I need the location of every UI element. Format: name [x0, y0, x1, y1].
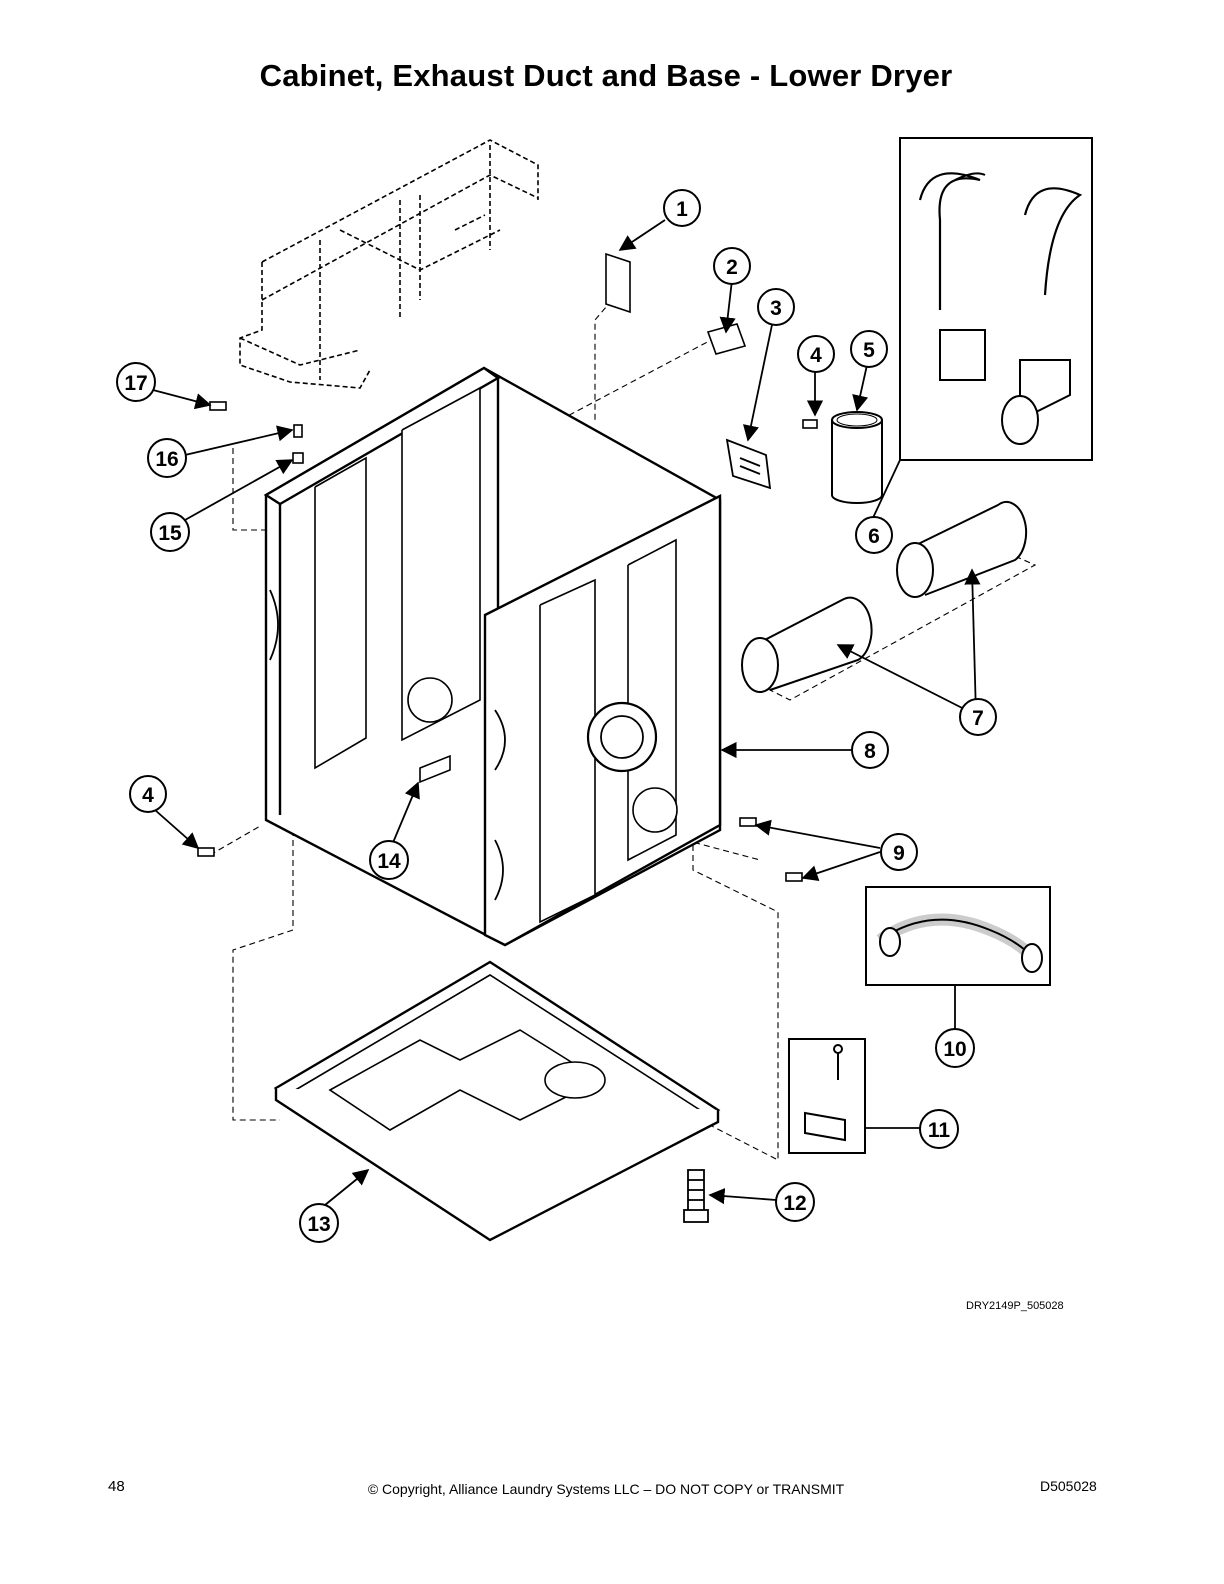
svg-text:4: 4 [810, 344, 822, 367]
part-12-leveling-leg [683, 1169, 709, 1223]
svg-text:15: 15 [158, 522, 182, 545]
callout-3: 3 [757, 288, 795, 326]
callout-9: 9 [880, 833, 918, 871]
part-11-inset [788, 1038, 866, 1154]
svg-text:16: 16 [155, 448, 178, 471]
callout-7: 7 [959, 698, 997, 736]
part-10-inset [865, 886, 1051, 986]
callout-16: 16 [147, 438, 187, 478]
document-number: D505028 [1040, 1478, 1097, 1494]
page-title: Cabinet, Exhaust Duct and Base - Lower D… [259, 58, 953, 93]
upper-frame-reference [239, 139, 539, 389]
part-14-label [419, 754, 451, 784]
part-4-screw-lower [197, 847, 215, 857]
callout-12: 12 [775, 1182, 815, 1222]
part-15-nut [292, 452, 304, 464]
page-number: 48 [108, 1478, 125, 1495]
callout-4-lower: 4 [129, 775, 167, 813]
callout-15: 15 [150, 512, 190, 552]
part-7-ducts [741, 500, 1028, 693]
part-9-screw-upper [739, 817, 757, 827]
part-1-label [605, 252, 631, 314]
callout-17: 17 [116, 362, 156, 402]
svg-text:17: 17 [124, 372, 147, 395]
callout-8: 8 [851, 731, 889, 769]
part-16-screw [293, 424, 303, 438]
svg-text:3: 3 [770, 297, 782, 320]
part-4-screw-upper [802, 419, 818, 429]
callout-5: 5 [850, 330, 888, 368]
part-6-inset [899, 137, 1093, 461]
callout-1: 1 [663, 189, 701, 227]
svg-text:12: 12 [783, 1192, 806, 1215]
leader-lines [152, 219, 981, 1206]
small-labels [419, 252, 747, 784]
svg-text:14: 14 [377, 850, 401, 873]
callout-2: 2 [713, 247, 751, 285]
part-17-screw [209, 401, 227, 411]
svg-text:1: 1 [676, 198, 688, 221]
svg-text:10: 10 [943, 1038, 966, 1061]
svg-text:11: 11 [928, 1119, 951, 1142]
svg-text:5: 5 [863, 339, 875, 362]
part-9-screw-lower [785, 872, 803, 882]
svg-text:13: 13 [307, 1213, 330, 1236]
part-5-duct [831, 411, 883, 504]
fasteners [197, 401, 818, 882]
callout-4-upper: 4 [797, 335, 835, 373]
svg-text:2: 2 [726, 256, 738, 279]
callout-10: 10 [935, 1028, 975, 1068]
svg-text:4: 4 [142, 784, 154, 807]
callout-14: 14 [369, 840, 409, 880]
copyright-notice: © Copyright, Alliance Laundry Systems LL… [367, 1481, 845, 1497]
svg-text:7: 7 [972, 707, 984, 730]
callout-6: 6 [855, 516, 893, 554]
svg-text:9: 9 [893, 842, 905, 865]
callout-13: 13 [299, 1203, 339, 1243]
cabinet-front-panel [483, 494, 722, 947]
drawing-id: DRY2149P_505028 [966, 1300, 1064, 1312]
svg-text:8: 8 [864, 740, 876, 763]
callout-11: 11 [919, 1109, 959, 1149]
svg-text:6: 6 [868, 525, 880, 548]
part-3-bracket [725, 438, 772, 490]
part-13-base [273, 960, 721, 1242]
